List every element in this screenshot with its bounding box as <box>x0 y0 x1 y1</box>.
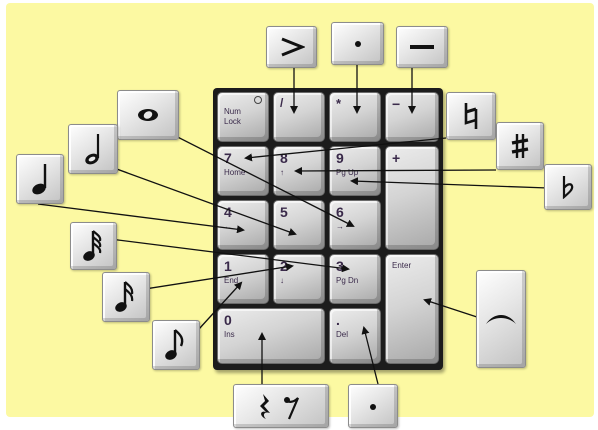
key-minus-label: − <box>392 96 400 112</box>
staccato-dot-icon <box>353 39 363 49</box>
key-6-label: 6 <box>336 204 344 220</box>
key-decimal-label: . <box>336 312 340 328</box>
key-9-sub: Pg Up <box>336 168 358 177</box>
key-2-label: 2 <box>280 258 288 274</box>
key-3-label: 3 <box>336 258 344 274</box>
accent-icon <box>279 36 305 58</box>
key-7-sub: Home <box>224 168 245 177</box>
key-decimal-sub: Del <box>336 330 348 339</box>
augmentation-dot-icon <box>368 401 378 411</box>
key-2-sub: ↓ <box>280 276 284 285</box>
thirty-second-note-icon <box>83 229 105 263</box>
whole-note-icon <box>136 107 160 123</box>
tenuto-tile[interactable] <box>396 26 448 68</box>
sharp-icon <box>509 132 531 160</box>
eighth-note-icon <box>165 328 187 362</box>
key-enter-label: Enter <box>392 261 411 270</box>
key-1-sub: End <box>224 276 238 285</box>
sharp-tile[interactable] <box>496 122 544 170</box>
key-3[interactable]: 3 Pg Dn <box>329 254 381 304</box>
key-6[interactable]: 6 → <box>329 200 381 250</box>
key-multiply-label: * <box>336 96 341 111</box>
whole-note-tile[interactable] <box>117 90 179 140</box>
key-0-sub: Ins <box>224 330 235 339</box>
staccato-tile[interactable] <box>331 22 384 65</box>
natural-tile[interactable] <box>446 92 496 140</box>
quarter-note-icon <box>29 162 51 196</box>
key-3-sub: Pg Dn <box>336 276 358 285</box>
key-7-label: 7 <box>224 150 232 166</box>
flat-tile[interactable] <box>544 164 592 210</box>
key-4-sub: ← <box>224 222 232 231</box>
key-9-label: 9 <box>336 150 344 166</box>
key-plus[interactable]: + <box>385 146 439 250</box>
tie-icon <box>484 310 518 328</box>
key-7[interactable]: 7 Home <box>217 146 269 196</box>
rests-icon <box>251 391 311 421</box>
key-8-label: 8 <box>280 150 288 166</box>
numeric-keypad: Num Lock / * − 7 Home 8 ↑ 9 Pg Up + 4 <box>213 88 443 370</box>
key-divide[interactable]: / <box>273 92 325 142</box>
eighth-note-tile[interactable] <box>152 320 200 370</box>
key-divide-label: / <box>280 96 283 110</box>
thirty-second-note-tile[interactable] <box>70 222 117 270</box>
key-6-sub: → <box>336 222 344 231</box>
natural-icon <box>462 101 480 131</box>
key-9[interactable]: 9 Pg Up <box>329 146 381 196</box>
key-decimal[interactable]: . Del <box>329 308 381 364</box>
numlock-led-icon <box>254 96 262 104</box>
key-multiply[interactable]: * <box>329 92 381 142</box>
key-numlock[interactable]: Num Lock <box>217 92 269 142</box>
key-0-label: 0 <box>224 312 232 328</box>
tie-tile[interactable] <box>476 270 526 368</box>
tenuto-dash-icon <box>410 44 434 50</box>
sixteenth-note-icon <box>115 280 137 314</box>
half-note-icon <box>82 132 104 166</box>
key-5[interactable]: 5 <box>273 200 325 250</box>
rests-tile[interactable] <box>233 384 329 428</box>
key-1-label: 1 <box>224 258 232 274</box>
key-1[interactable]: 1 End <box>217 254 269 304</box>
accent-tile[interactable] <box>266 26 317 68</box>
key-8[interactable]: 8 ↑ <box>273 146 325 196</box>
quarter-note-tile[interactable] <box>16 154 64 204</box>
key-4[interactable]: 4 ← <box>217 200 269 250</box>
numlock-label-num: Num <box>224 107 241 116</box>
key-0[interactable]: 0 Ins <box>217 308 325 364</box>
key-5-label: 5 <box>280 204 288 220</box>
key-4-label: 4 <box>224 204 232 220</box>
dot-tile[interactable] <box>348 384 398 428</box>
key-8-sub: ↑ <box>280 168 284 177</box>
key-2[interactable]: 2 ↓ <box>273 254 325 304</box>
half-note-tile[interactable] <box>68 124 118 174</box>
flat-icon <box>560 175 576 199</box>
key-minus[interactable]: − <box>385 92 439 142</box>
key-plus-label: + <box>392 150 400 166</box>
numlock-label-lock: Lock <box>224 117 241 126</box>
sixteenth-note-tile[interactable] <box>102 272 150 322</box>
key-enter[interactable]: Enter <box>385 254 439 364</box>
